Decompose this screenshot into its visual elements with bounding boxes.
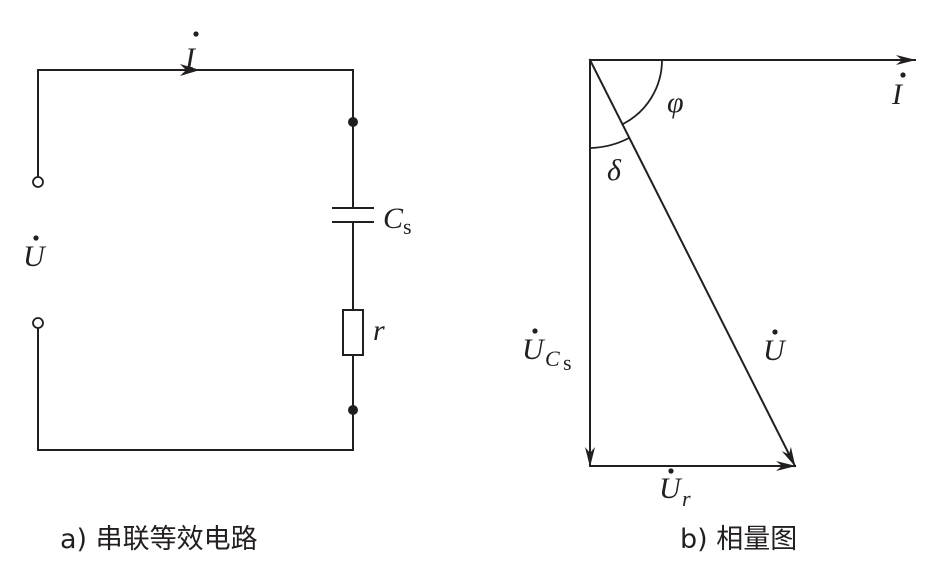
total-voltage-phasor (588, 58, 797, 468)
terminal-lower (32, 317, 44, 329)
circuit-caption: a) 串联等效电路 (60, 524, 258, 555)
resistor-body (342, 309, 364, 356)
ur-dot-accent (668, 468, 674, 474)
phasor-current-label: I (891, 72, 906, 111)
current-direction-arrow (180, 64, 200, 76)
junction-dot-upper (348, 117, 358, 127)
circuit-bottom-wire (37, 324, 354, 451)
phasor-current-dot-accent (900, 72, 906, 78)
phasor-voltage-symbol: U (763, 334, 787, 367)
phasor-voltage-dot-accent (772, 329, 778, 335)
capacitor-voltage-label: U C s (522, 328, 572, 375)
series-circuit: I U C s r a) 串联等效电路 (23, 31, 412, 555)
delta-angle-arc (589, 137, 630, 149)
ur-subscript: r (682, 486, 691, 511)
phi-angle-arc (622, 59, 663, 125)
uc-sub-sub: s (563, 350, 572, 375)
capacitor-label: C s (383, 202, 412, 239)
ur-main-symbol: U (659, 472, 683, 505)
uc-main-symbol: U (522, 333, 546, 366)
capacitor-symbol: C (383, 202, 404, 235)
circuit-current-label: I (184, 31, 199, 75)
phasor-current-symbol: I (891, 78, 904, 111)
resistor-voltage-label: U r (659, 468, 691, 511)
terminal-upper (32, 176, 44, 188)
capacitor-subscript: s (403, 214, 412, 239)
circuit-voltage-symbol: U (23, 240, 47, 273)
junction-dot-lower (348, 405, 358, 415)
phasor-diagram: I φ δ U U C s U r b) 相量图 (522, 55, 916, 555)
resistor-symbol: r (373, 314, 385, 347)
phasor-caption: b) 相量图 (680, 524, 797, 555)
circuit-voltage-label: U (23, 235, 47, 273)
uc-dot-accent (532, 328, 538, 334)
circuit-top-left-wire (37, 69, 354, 189)
circuit-current-symbol: I (184, 42, 197, 75)
uc-sub-main: C (545, 346, 560, 371)
phi-symbol: φ (667, 86, 684, 119)
current-dot-accent (193, 31, 199, 37)
phasor-voltage-label: U (763, 329, 787, 367)
voltage-dot-accent (33, 235, 39, 241)
delta-symbol: δ (607, 154, 622, 187)
